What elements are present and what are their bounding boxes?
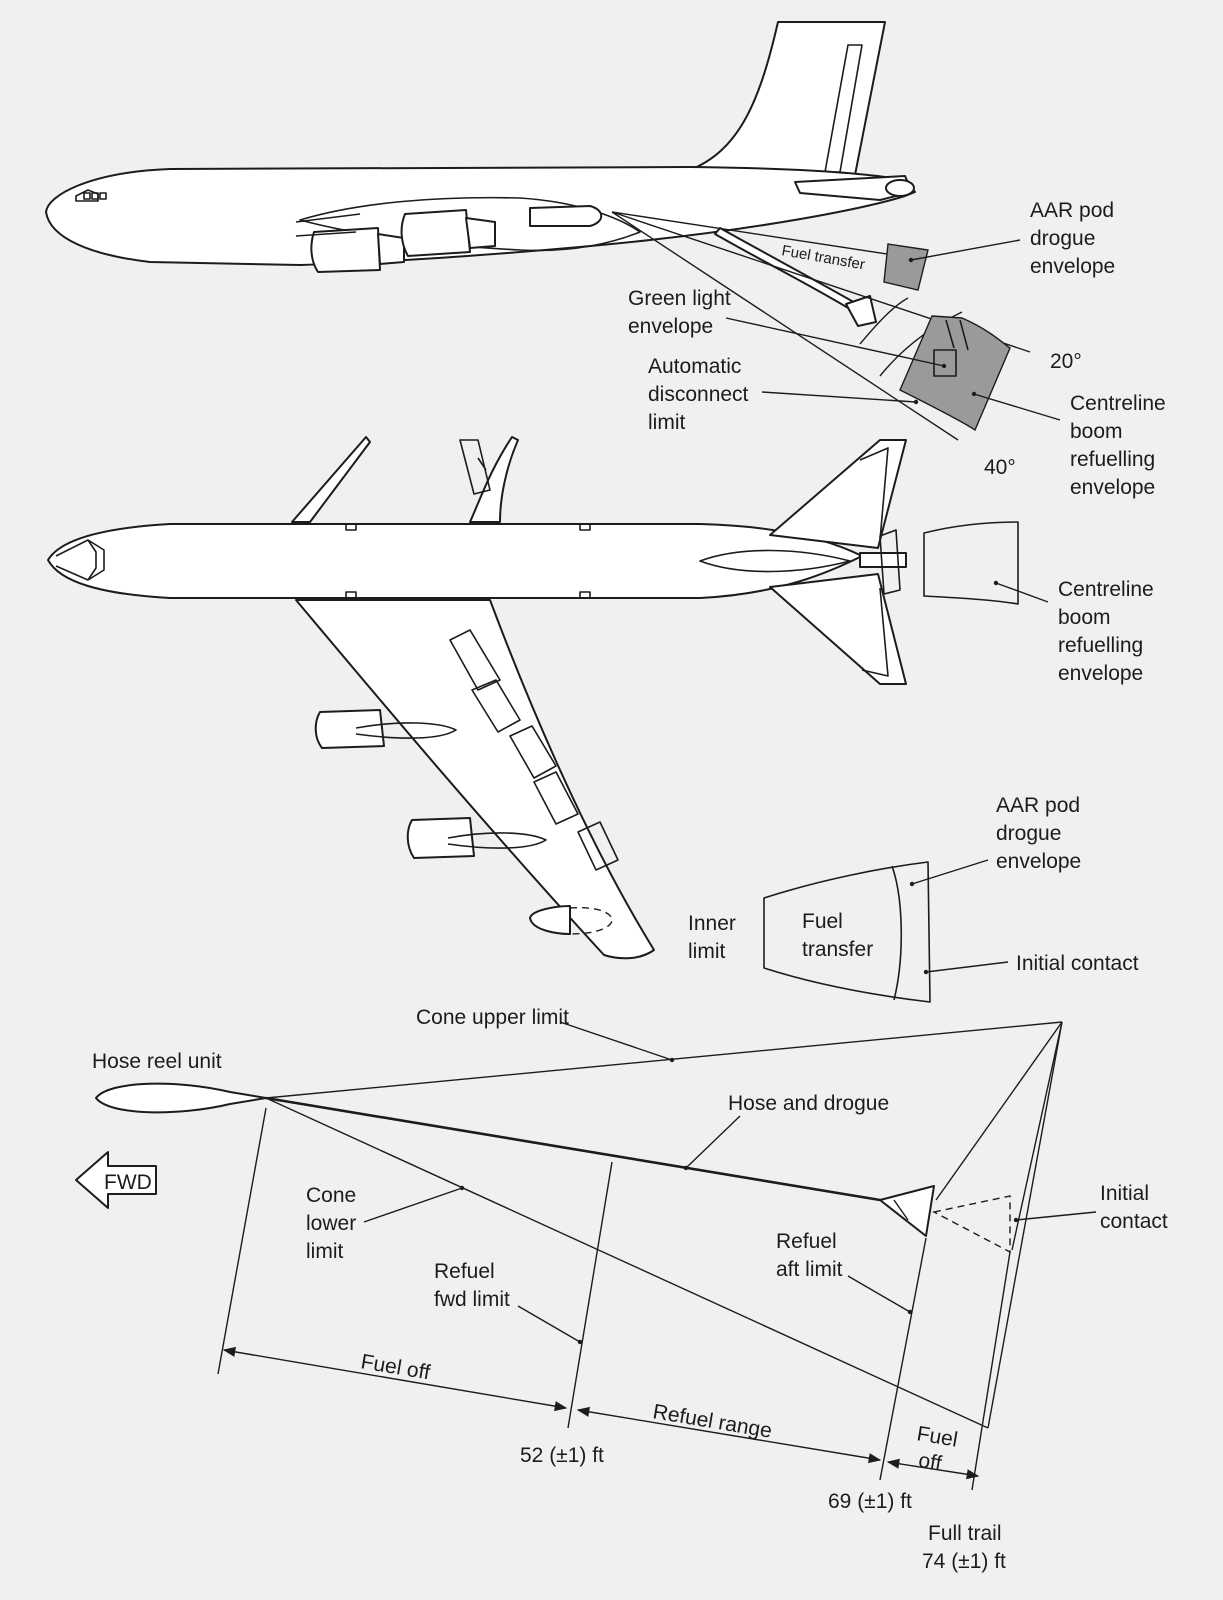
initial-contact-top-label: Initial contact	[1016, 952, 1139, 975]
drogue	[879, 1185, 935, 1237]
top-tailplane-lower	[769, 573, 907, 685]
fuel-transfer-top-label: Fuel transfer	[802, 910, 873, 961]
cockpit-windows	[75, 189, 107, 202]
full-trail-label: Full trail 74 (±1) ft	[922, 1522, 1007, 1573]
fwd-arrow-icon: FWD	[75, 1151, 157, 1209]
hose-reel-unit-label: Hose reel unit	[92, 1050, 222, 1073]
refuel-fwd-limit-label: Refuel fwd limit	[434, 1260, 510, 1311]
cone-upper-limit-line	[265, 1021, 1063, 1099]
top-engine-inner	[314, 709, 457, 749]
fuel-off-short-label: Fuel off	[911, 1422, 965, 1478]
distance-69-label: 69 (±1) ft	[828, 1490, 912, 1513]
initial-contact-hose-label: Initial contact	[1100, 1182, 1168, 1233]
top-view: Centreline boom refuelling envelope AAR …	[47, 436, 1160, 1003]
centreline-boom-label-side: Centreline boom refuelling envelope	[1070, 392, 1172, 499]
aar-pod-label-side: AAR pod drogue envelope	[1030, 199, 1120, 278]
inner-limit-label: Inner limit	[688, 912, 742, 963]
side-fin	[689, 21, 886, 176]
cone-lower-limit-label: Cone lower limit	[306, 1184, 362, 1263]
side-engine-2	[400, 209, 496, 257]
top-fuselage	[47, 523, 863, 599]
top-engine-outer	[406, 817, 547, 859]
side-engine-1	[310, 227, 405, 273]
hose-view: FWD Cone upper limit Hose reel unit Hose…	[75, 1006, 1168, 1573]
flaps	[449, 629, 619, 871]
centreline-boom-envelope-side	[899, 315, 1011, 432]
top-wing-lower	[295, 599, 655, 960]
hose-line	[265, 1096, 881, 1202]
automatic-disconnect-label: Automatic disconnect limit	[648, 355, 754, 434]
distance-52-label: 52 (±1) ft	[520, 1444, 604, 1467]
cone-upper-limit-label: Cone upper limit	[416, 1006, 569, 1029]
side-fuselage	[45, 166, 916, 266]
fwd-label: FWD	[104, 1171, 152, 1194]
hose-reel-unit	[95, 1082, 267, 1114]
top-aar-pod	[529, 905, 571, 935]
angle-40-label: 40°	[984, 456, 1016, 479]
top-tailplane-upper	[769, 439, 907, 549]
aar-pod-drogue-envelope-top	[763, 861, 931, 1003]
refuel-aft-limit-label: Refuel aft limit	[776, 1230, 843, 1281]
green-light-envelope-label: Green light envelope	[628, 287, 737, 338]
hose-and-drogue-label: Hose and drogue	[728, 1092, 889, 1115]
angle-20-label: 20°	[1050, 350, 1082, 373]
aar-pod-label-top: AAR pod drogue envelope	[996, 794, 1086, 873]
centreline-boom-label-top: Centreline boom refuelling envelope	[1058, 578, 1160, 685]
side-view: Fuel transfer AAR pod drogue envelope Gr…	[45, 21, 1172, 499]
centreline-boom-envelope-top	[923, 521, 1019, 605]
top-wing-upper	[291, 436, 371, 523]
aar-pod-drogue-envelope-side	[883, 243, 929, 291]
cone-lower-limit-line	[265, 1097, 989, 1429]
refuel-range-label: Refuel range	[651, 1400, 773, 1443]
